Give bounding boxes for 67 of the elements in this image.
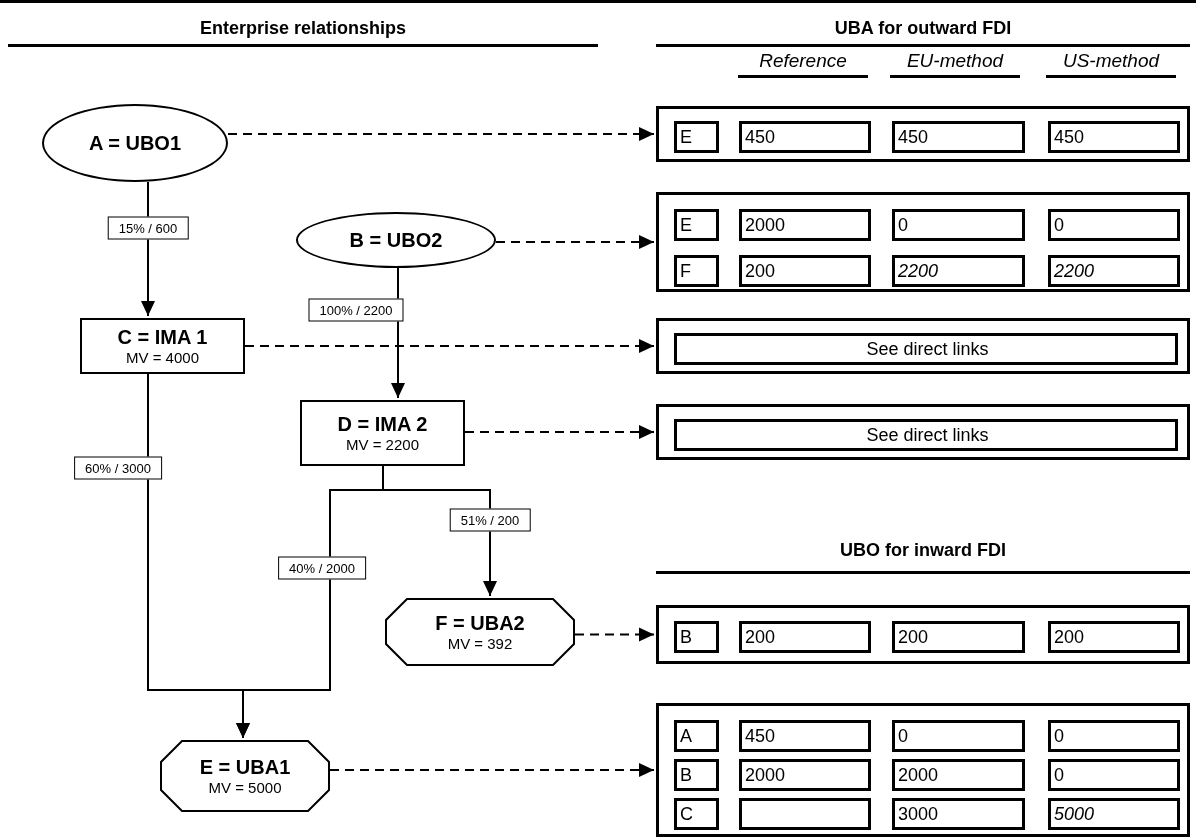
value-cell: 5000: [1048, 798, 1180, 830]
dashed-arrow: [244, 339, 655, 353]
node-title: F = UBA2: [435, 612, 525, 635]
node-value: MV = 4000: [126, 349, 199, 366]
value-cell: 2200: [892, 255, 1025, 287]
edge-label: 51% / 200: [449, 508, 531, 532]
column-heading: Reference: [758, 50, 848, 72]
value-cell: 0: [1048, 720, 1180, 752]
dashed-arrow: [464, 425, 655, 439]
section-heading: UBA for outward FDI: [833, 18, 1013, 39]
octagon-node: [160, 740, 330, 812]
dashed-arrow: [329, 763, 655, 777]
section-heading: Enterprise relationships: [198, 18, 408, 39]
table-panel: [656, 106, 1190, 162]
edge-label: 60% / 3000: [74, 456, 162, 480]
dashed-arrow: [227, 127, 655, 141]
value-cell: 0: [1048, 209, 1180, 241]
table-panel: [656, 318, 1190, 374]
value-cell: 200: [739, 255, 871, 287]
edge-label: 100% / 2200: [308, 298, 404, 322]
value-cell: 200: [739, 621, 871, 653]
value-cell: 2200: [1048, 255, 1180, 287]
edge-label: 40% / 2000: [278, 556, 366, 580]
column-heading: EU-method: [905, 50, 1005, 72]
ellipse-node: A = UBO1: [42, 104, 228, 182]
section-heading: UBO for inward FDI: [839, 540, 1007, 561]
process-box: [300, 400, 465, 466]
dashed-arrow: [495, 235, 655, 249]
value-cell: 450: [892, 121, 1025, 153]
octagon-node: [385, 598, 575, 666]
note-field: See direct links: [674, 419, 1178, 451]
empty-cell: [739, 798, 871, 830]
node-title: D = IMA 2: [337, 413, 428, 436]
dashed-arrow: [574, 627, 655, 642]
edge-label: 15% / 600: [107, 216, 189, 240]
process-box: [80, 318, 245, 374]
value-cell: 3000: [892, 798, 1025, 830]
value-cell: 2000: [739, 759, 871, 791]
table-panel: [656, 605, 1190, 664]
node-title: E = UBA1: [199, 756, 291, 779]
value-cell: A: [674, 720, 719, 752]
note-field: See direct links: [674, 333, 1178, 365]
value-cell: 0: [892, 720, 1025, 752]
value-cell: E: [674, 121, 719, 153]
value-cell: 0: [1048, 759, 1180, 791]
value-cell: 200: [1048, 621, 1180, 653]
column-heading: US-method: [1061, 50, 1161, 72]
value-cell: B: [674, 759, 719, 791]
value-cell: B: [674, 621, 719, 653]
node-value: MV = 5000: [208, 779, 282, 796]
value-cell: 200: [892, 621, 1025, 653]
value-cell: C: [674, 798, 719, 830]
value-cell: 450: [739, 121, 871, 153]
node-value: MV = 392: [447, 635, 513, 652]
value-cell: 2000: [892, 759, 1025, 791]
value-cell: E: [674, 209, 719, 241]
value-cell: 450: [1048, 121, 1180, 153]
table-panel: [656, 404, 1190, 460]
value-cell: 0: [892, 209, 1025, 241]
value-cell: 2000: [739, 209, 871, 241]
value-cell: 450: [739, 720, 871, 752]
node-title: C = IMA 1: [117, 326, 208, 349]
value-cell: F: [674, 255, 719, 287]
table-panel: [656, 192, 1190, 292]
table-panel: [656, 703, 1190, 837]
ellipse-node: B = UBO2: [296, 212, 496, 268]
node-value: MV = 2200: [346, 436, 419, 453]
